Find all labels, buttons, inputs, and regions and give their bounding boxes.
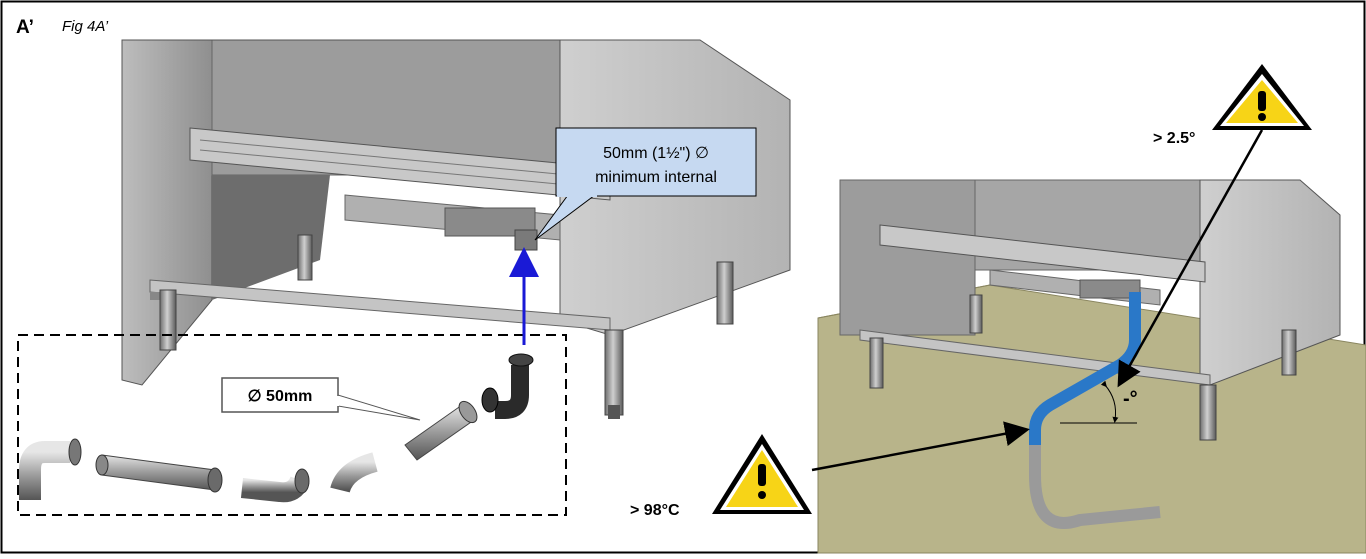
pipe-bend-short <box>240 468 310 503</box>
warning-triangle-icon <box>1212 64 1312 130</box>
slope-pointer <box>1117 129 1264 388</box>
diameter-label: ∅ 50mm <box>248 388 313 405</box>
right-installation-illustration <box>817 179 1366 554</box>
pipe-size-callout: 50mm (1½") ∅ minimum internal <box>534 127 757 241</box>
pipe-trap <box>481 353 534 419</box>
pipe-straight-long <box>95 454 223 493</box>
figure-caption: Fig 4A’ <box>62 18 109 35</box>
left-cabinet-illustration <box>121 39 791 419</box>
angle-mark: -° <box>1123 388 1138 410</box>
temperature-label: > 98°C <box>630 502 680 519</box>
temperature-pointer <box>811 421 1030 472</box>
pipe-size-line1: 50mm (1½") ∅ <box>603 145 709 162</box>
pipe-elbow-left <box>19 438 82 500</box>
diameter-callout: ∅ 50mm <box>221 377 421 421</box>
figure-label: A’ <box>16 17 34 38</box>
warning-triangle-icon <box>712 434 812 514</box>
pipe-bend-45 <box>330 452 378 494</box>
pipe-straight-angled <box>404 400 478 461</box>
pipe-size-line2: minimum internal <box>595 169 717 186</box>
slope-label: > 2.5° <box>1153 130 1195 147</box>
slope-angle-marker: -° <box>1060 380 1138 424</box>
drain-pipe <box>1029 292 1161 529</box>
parts-box <box>17 334 567 516</box>
